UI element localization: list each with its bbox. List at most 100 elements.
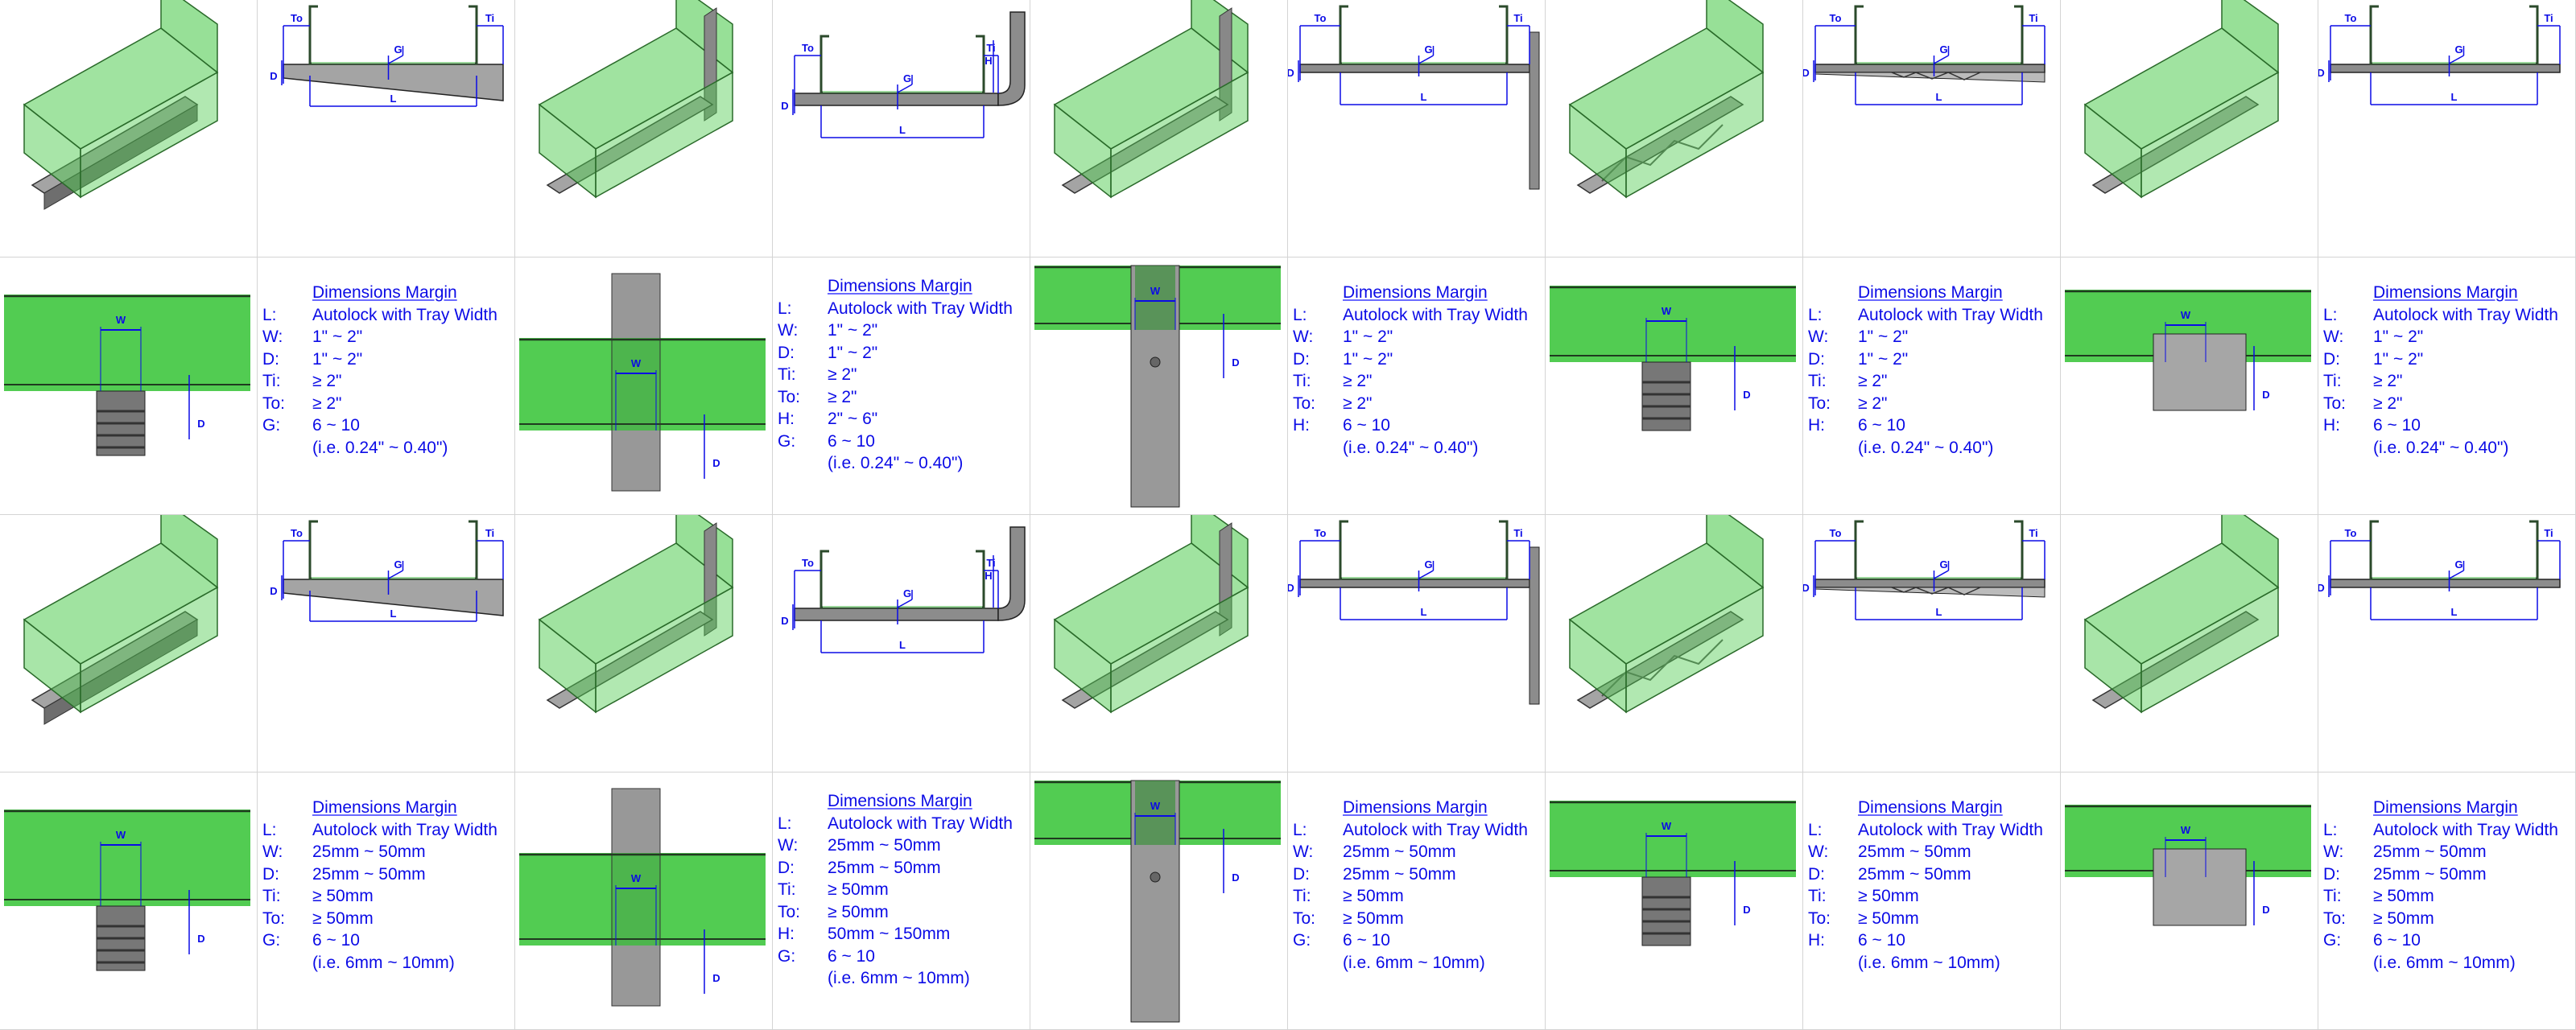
spec-value: ≥ 50mm [312,908,374,928]
spec-key: L: [262,820,277,839]
spec-key [1293,437,1343,459]
tray-side-wall [1625,586,1764,714]
spec-value: 1" ~ 2" [1343,349,1393,369]
spec-key: H: [778,925,795,943]
w-label: W [116,314,126,326]
spec-key [778,452,828,475]
spec-value: ≥ 2" [1858,372,1888,390]
tray-isometric-view [1568,0,1765,199]
bracket-post [1529,546,1540,705]
spec-key: W: [1293,843,1314,861]
spec-key: To: [2323,393,2347,413]
d-label: D [712,972,720,984]
spec-row: W:1" ~ 2" [1808,326,2060,348]
tray-plan-view: WD [4,810,250,971]
isometric-svg [2083,0,2280,199]
spec-title: Dimensions Margin [2373,798,2518,817]
spec-key: L: [2323,305,2338,324]
tray-isometric-view [2083,0,2280,199]
spec-value: 6 ~ 10 [828,946,875,966]
spec-row: H:6 ~ 10 [2323,414,2575,437]
spec-row: L:Autolock with Tray Width [778,813,1030,835]
isometric-cell [2061,0,2318,258]
bracket-channel-outline [611,788,661,1007]
d-label: D [1743,389,1750,401]
spec-row: G:6 ~ 10 [262,929,514,952]
spec-row: Ti:≥ 50mm [1293,885,1545,908]
spec-row: W:25mm ~ 50mm [778,834,1030,857]
spec-value: ≥ 50mm [828,902,889,921]
l-label: L [899,124,906,136]
spec-title: Dimensions Margin [828,277,972,295]
spec-value: Autolock with Tray Width [1343,305,1528,324]
spec-value: ≥ 2" [2373,372,2403,390]
spec-value: 6 ~ 10 [312,931,360,950]
spec-value: 6 ~ 10 [2373,416,2421,435]
tray-back-wall [1706,515,1764,589]
tray-back-wall [2221,515,2279,589]
spec-key [778,967,828,990]
isometric-svg [538,0,734,199]
d-label: D [2262,904,2269,916]
spec-key: Ti: [1293,372,1311,390]
spec-row: D:25mm ~ 50mm [1808,863,2060,886]
spec-key: Ti: [1808,372,1827,390]
w-label: W [1150,800,1161,812]
d-label: D [781,615,788,627]
isometric-svg [23,0,219,210]
spec-row: G:6 ~ 10 [1293,929,1545,952]
spec-value: ≥ 2" [312,372,342,390]
spec-row: W:1" ~ 2" [262,326,514,348]
spec-row: (i.e. 6mm ~ 10mm) [262,952,514,974]
spec-key [2323,437,2373,459]
bracket-profile [794,93,999,106]
isometric-svg [538,515,734,714]
spec-key: D: [778,343,795,362]
spec-row: G:6 ~ 10 [778,946,1030,968]
spec-row: D:25mm ~ 50mm [1293,863,1545,886]
spec-row: Ti:≥ 50mm [262,885,514,908]
spec-row: W:25mm ~ 50mm [2323,841,2575,863]
spec-key: L: [262,305,277,324]
g-label: G [1939,43,1947,56]
w-label: W [2181,824,2191,836]
spec-value: ≥ 2" [828,387,857,406]
d-label: D [1232,356,1239,369]
spec-row: Ti:≥ 50mm [1808,885,2060,908]
ti-label: Ti [986,557,995,569]
spec-key: Ti: [1293,887,1311,905]
isometric-cell [2061,515,2318,772]
isometric-cell [0,0,258,258]
w-label: W [116,829,126,841]
spec-key [262,437,312,459]
spec-value: 1" ~ 2" [828,321,878,340]
spec-value: 25mm ~ 50mm [1858,864,1971,884]
l-label: L [390,93,397,105]
isometric-svg [1568,515,1765,714]
d-label: D [2318,67,2325,79]
spec-key: To: [2323,908,2347,928]
bracket-post [1529,31,1540,190]
spec-key: D: [1808,349,1825,369]
plan-svg: WD [4,810,250,971]
spec-row: W:25mm ~ 50mm [1808,841,2060,863]
spec-key: D: [1293,349,1310,369]
spec-title: Dimensions Margin [1343,283,1488,302]
spec-row: To:≥ 2" [778,386,1030,409]
spec-value: 6 ~ 10 [1858,416,1905,435]
d-label: D [270,585,277,597]
l-label: L [2451,91,2458,103]
